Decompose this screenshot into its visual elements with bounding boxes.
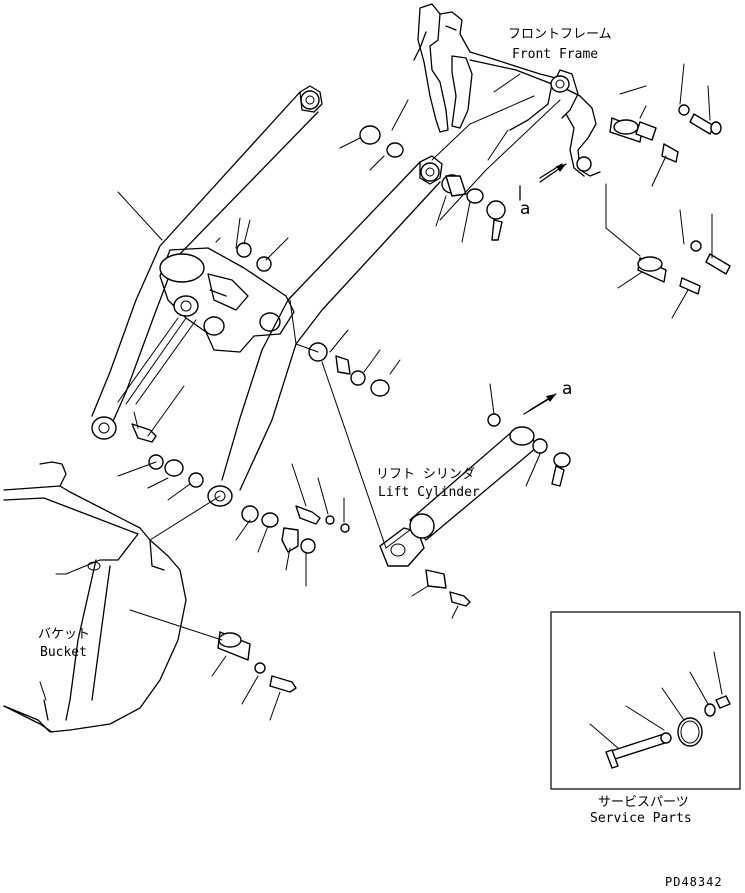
service-parts-jp-label: サービスパーツ bbox=[598, 795, 689, 810]
front-frame bbox=[413, 3, 601, 177]
lift-cylinder-en-label: Lift Cylinder bbox=[378, 485, 480, 500]
service-parts-box bbox=[550, 611, 741, 790]
front-frame-en-label: Front Frame bbox=[512, 47, 598, 62]
leader-lines bbox=[39, 63, 713, 721]
bucket bbox=[3, 461, 187, 733]
bell-crank bbox=[117, 247, 295, 405]
arrow-a-upper bbox=[539, 163, 567, 183]
front-frame-jp-label: フロントフレーム bbox=[508, 27, 612, 42]
arrow-a-upper-label: a bbox=[520, 199, 530, 219]
lift-cylinder bbox=[379, 426, 537, 567]
lift-cylinder-jp-label: リフト シリンダ bbox=[376, 467, 475, 482]
bucket-en-label: Bucket bbox=[40, 645, 87, 660]
text-labels: フロントフレーム Front Frame a a リフト シリンダ Lift C… bbox=[38, 27, 723, 889]
arrow-a-lower-label: a bbox=[562, 379, 572, 399]
drawing-number: PD48342 bbox=[665, 875, 723, 889]
lift-arm-upper bbox=[91, 85, 323, 440]
bucket-jp-label: バケット bbox=[38, 627, 90, 642]
arrow-a-lower bbox=[529, 393, 557, 411]
lift-arm-middle bbox=[207, 155, 443, 507]
service-parts-en-label: Service Parts bbox=[590, 811, 692, 826]
pins-bushings bbox=[131, 104, 731, 693]
